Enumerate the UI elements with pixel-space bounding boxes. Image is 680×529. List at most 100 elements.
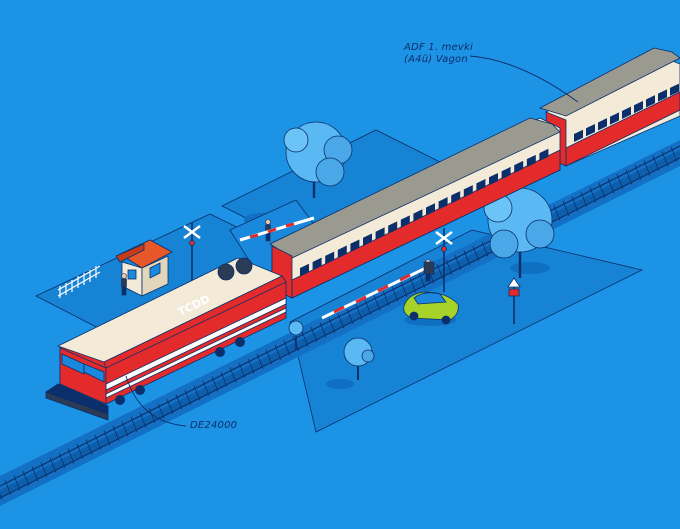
track-sleeper (175, 394, 183, 410)
person-icon (121, 273, 127, 296)
track-sleeper (22, 470, 30, 487)
track-sleeper (310, 326, 318, 343)
track-sleeper (220, 371, 228, 388)
track-sleeper (211, 376, 219, 392)
wagon-window (463, 185, 473, 198)
locomotive (45, 257, 287, 421)
track-sleeper (553, 205, 561, 221)
track-sleeper (139, 412, 147, 428)
track-sleeper (625, 169, 633, 185)
track-sleeper (193, 385, 201, 401)
ground-plate-front (289, 229, 644, 433)
wagon-window (388, 221, 398, 234)
wagon-window (658, 89, 667, 102)
track-sleeper (346, 308, 354, 325)
track-sleeper (85, 439, 93, 455)
railway-crossing-sign-icon (183, 222, 201, 282)
track-sleeper (4, 479, 12, 496)
fence (57, 265, 101, 298)
wagon-window (622, 106, 631, 119)
track-sleeper (49, 457, 57, 473)
track-sleeper (58, 452, 66, 469)
track-sleeper (643, 160, 651, 176)
wagon-window (539, 148, 549, 162)
track-sleeper (103, 430, 111, 446)
track-sleeper (481, 241, 489, 257)
wagon-window (375, 227, 385, 240)
track-sleeper (31, 466, 39, 482)
tree-icon (288, 320, 304, 350)
track-sleeper (112, 425, 120, 442)
track-sleeper (661, 151, 669, 167)
track-sleeper (364, 299, 372, 316)
track-sleeper (382, 290, 390, 307)
track-sleeper (121, 421, 129, 437)
track-sleeper (67, 448, 75, 464)
wagon-window (514, 160, 524, 174)
wagon-window (325, 251, 335, 264)
wagon-window (400, 215, 410, 228)
track-sleeper (580, 191, 588, 208)
track-sleeper (571, 196, 579, 212)
locomotive-annotation: DE24000 (190, 420, 238, 431)
track-sleeper (589, 187, 597, 203)
wagon-window (646, 95, 655, 108)
track-sleeper (562, 200, 570, 217)
track-sleeper (229, 367, 237, 383)
wagon-window (413, 209, 423, 222)
wagon-window (363, 233, 372, 246)
wagon-window (451, 191, 461, 204)
tree-icon (283, 121, 353, 198)
track-sleeper (256, 353, 264, 370)
track-sleeper (607, 178, 615, 194)
locomotive-wheels (115, 337, 245, 405)
track-sleeper (184, 389, 192, 406)
track-sleeper (454, 254, 462, 271)
wagon-window (300, 263, 309, 276)
track-sleeper (355, 304, 363, 320)
track-sleeper (94, 434, 102, 451)
wagon-window (350, 239, 360, 252)
track-sleeper (283, 340, 291, 356)
wagon-window (634, 100, 643, 114)
track-sleeper (616, 173, 624, 190)
wagon-window (438, 197, 448, 210)
wagon-window (312, 257, 322, 270)
track-sleeper (463, 250, 471, 266)
wagon-window (670, 83, 679, 96)
wagon-window (598, 118, 607, 131)
track-sleeper (76, 443, 84, 460)
track-sleeper (328, 317, 336, 334)
passenger-wagon-rear (538, 47, 680, 167)
track-sleeper (0, 493, 3, 500)
tree-icon (343, 337, 375, 380)
track-sleeper (598, 182, 606, 199)
track-sleeper (166, 398, 174, 415)
railway-track (0, 145, 680, 499)
wagon-window (526, 154, 536, 168)
track-sleeper (301, 331, 309, 347)
wagon-window (489, 172, 498, 186)
track-sleeper (391, 286, 399, 302)
track-sleeper (247, 358, 255, 374)
wagon-window (574, 129, 583, 142)
traffic-sign-icon (507, 277, 521, 324)
crossing-barrier (239, 216, 315, 242)
tree-icon (483, 187, 555, 278)
car-icon (403, 291, 459, 326)
wagon-window (426, 203, 435, 216)
leader-line-locomotive (125, 375, 187, 427)
track-sleeper (157, 403, 165, 419)
track-sleeper (274, 344, 282, 361)
wagon-window (610, 112, 619, 125)
crossing-barrier (321, 261, 435, 320)
track-sleeper (445, 259, 453, 275)
railway-crossing-sign-icon (435, 228, 453, 292)
track-sleeper (436, 263, 444, 280)
track-sleeper (472, 245, 480, 262)
track-sleeper (13, 475, 21, 491)
wagon-annotation: ADF 1. mevki (A4ü) Vagon (404, 42, 473, 66)
track-sleeper (130, 416, 138, 433)
track-sleeper (265, 349, 273, 365)
